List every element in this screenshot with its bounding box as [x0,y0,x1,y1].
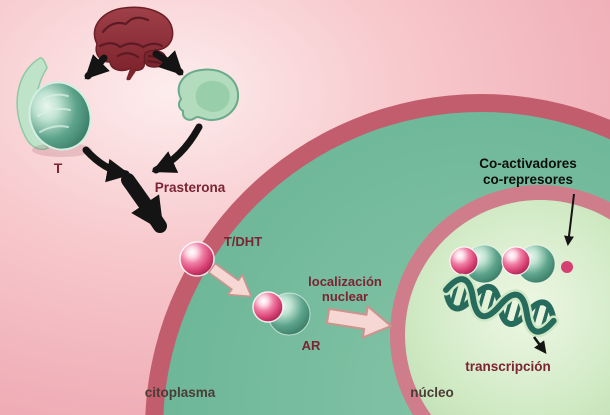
black-arrows [82,50,203,233]
hormone-sphere-tdht [179,241,215,277]
label-ar: AR [302,338,321,353]
label-nucleo: núcleo [410,385,454,400]
arrow-transcription [532,336,547,355]
label-tdht: T/DHT [224,234,262,249]
dimer-hormone-2 [501,246,531,276]
gland-inner-shade [195,80,230,112]
testis-icon [16,57,92,157]
label-transcripcion: transcripción [465,359,551,374]
ar-complex [252,291,311,336]
dna-helix [440,273,560,338]
ar-hormone-sphere [252,291,284,323]
testis-striations [37,93,71,133]
brain-gyri-lines [98,16,165,65]
gland-icon [177,68,240,122]
arrow-gland-out [151,123,203,174]
label-citoplasma: citoplasma [145,385,216,400]
arrow-to-cell-membrane [121,173,167,233]
dna-strand-a [443,276,557,335]
label-prasterona: Prasterona [155,180,226,195]
label-localizacion-line1: localización [308,274,382,289]
nuclear-receptor-dimer [449,244,573,284]
label-localizacion-line2: nuclear [322,289,368,304]
arrow-testis-out [82,146,131,183]
dimer-hormone-1 [449,246,479,276]
label-corepresores: co-represores [483,172,573,187]
label-t: T [54,160,63,176]
arrow-coactivators-to-dot [564,193,575,246]
coactivator-dot [561,261,573,273]
arrow-brain-to-gland [152,50,184,76]
brain-stem [126,66,136,81]
arrow-brain-to-testis [84,54,110,80]
label-coactivadores: Co-activadores [479,156,577,171]
